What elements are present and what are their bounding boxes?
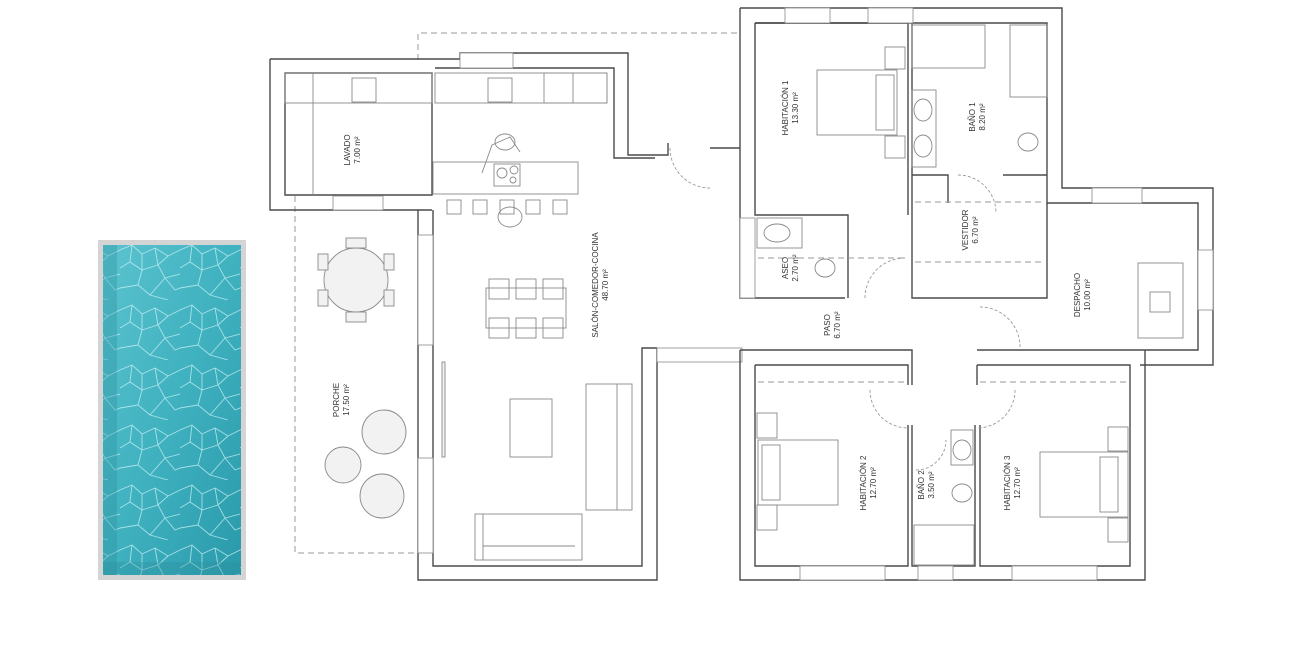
right-block-walls <box>739 7 1214 581</box>
room-label-bano2: BAÑO 23.50 m² <box>917 470 936 500</box>
porch-furniture <box>317 237 407 519</box>
pool <box>98 240 246 580</box>
room-labels: LAVADO7.00 m² SALÓN-COMEDOR-COCINA48.70 … <box>332 80 1092 511</box>
room-label-despacho: DESPACHO10.00 m² <box>1073 273 1092 317</box>
room-label-lavado: LAVADO7.00 m² <box>343 134 362 165</box>
kitchen <box>432 72 608 228</box>
entry-door <box>669 147 711 189</box>
room-label-hab3: HABITACIÓN 312.70 m² <box>1003 455 1022 511</box>
room-label-vestidor: VESTIDOR6.70 m² <box>961 209 980 250</box>
room-label-paso: PASO6.70 m² <box>823 311 842 338</box>
room-label-aseo: ASEO2.70 m² <box>781 254 800 281</box>
room-label-hab1: HABITACIÓN 113.30 m² <box>781 80 800 136</box>
dining-living <box>441 278 633 561</box>
room-label-porche: PORCHE17.50 m² <box>332 383 351 417</box>
bathroom-fixtures <box>756 24 1048 566</box>
bedroom-furniture <box>756 46 1184 543</box>
doors <box>758 174 1128 471</box>
room-label-hab2: HABITACIÓN 212.70 m² <box>859 455 878 511</box>
room-label-bano1: BAÑO 18.20 m² <box>968 102 987 132</box>
laundry <box>284 72 433 195</box>
terrace-boundary <box>417 32 740 60</box>
room-label-salon: SALÓN-COMEDOR-COCINA48.70 m² <box>591 232 610 338</box>
left-block-walls <box>269 52 743 581</box>
